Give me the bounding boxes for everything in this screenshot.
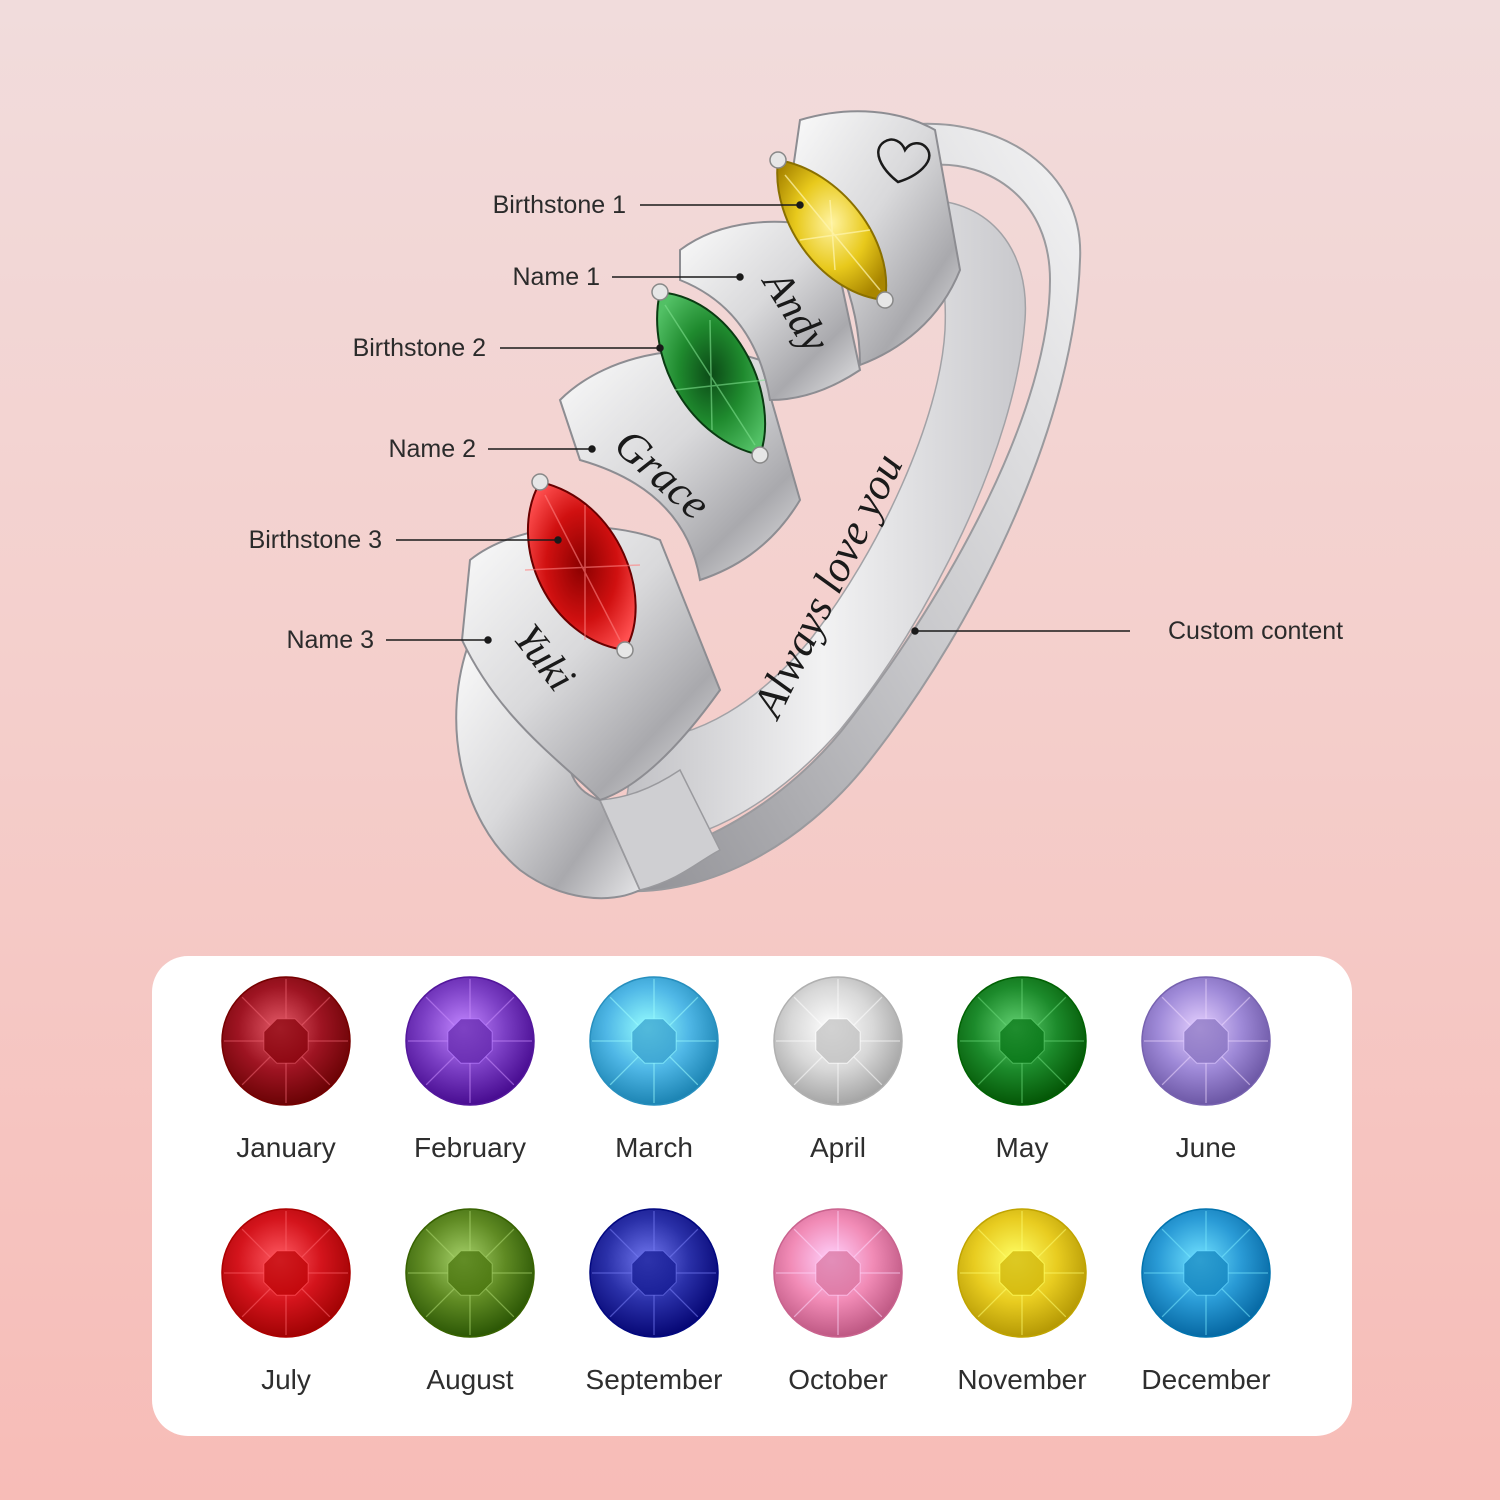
gem-icon	[589, 1208, 719, 1338]
birthstone-2-gem	[651, 283, 769, 464]
gem-icon	[221, 1208, 351, 1338]
callout-lines	[386, 201, 1130, 644]
callout-name-3: Name 3	[286, 626, 374, 654]
gem-icon	[405, 976, 535, 1106]
callout-birthstone-1: Birthstone 1	[492, 191, 626, 219]
gem-icon	[957, 1208, 1087, 1338]
birthstone-month-label: March	[615, 1132, 693, 1163]
birthstone-month-label: July	[261, 1364, 311, 1395]
birthstone-1-gem	[769, 151, 894, 309]
gem-icon	[957, 976, 1087, 1106]
birthstone-june: June	[1116, 974, 1296, 1164]
birthstone-month-label: December	[1141, 1364, 1271, 1395]
birthstone-january: January	[196, 974, 376, 1164]
birthstone-month-label: September	[585, 1364, 723, 1395]
birthstone-may: May	[932, 974, 1112, 1164]
ribbon-segment-1	[679, 220, 862, 402]
callout-name-2: Name 2	[388, 435, 476, 463]
birthstone-month-label: June	[1175, 1132, 1237, 1163]
birthstone-month-label: November	[957, 1364, 1087, 1395]
birthstone-month-label: August	[426, 1364, 514, 1395]
birthstone-3-gem	[524, 473, 641, 659]
birthstone-month-label: February	[413, 1132, 527, 1163]
birthstone-december: December	[1116, 1206, 1296, 1396]
callout-custom-content: Custom content	[1168, 617, 1344, 645]
callout-name-1: Name 1	[512, 263, 600, 291]
birthstone-month-label: October	[788, 1364, 888, 1395]
gem-icon	[1141, 1208, 1271, 1338]
gem-icon	[405, 1208, 535, 1338]
birthstone-july: July	[196, 1206, 376, 1396]
callout-birthstone-3: Birthstone 3	[248, 526, 382, 554]
heart-outline-icon	[877, 138, 931, 184]
gem-icon	[773, 976, 903, 1106]
gem-icon	[1141, 976, 1271, 1106]
callout-birthstone-2: Birthstone 2	[352, 334, 486, 362]
birthstone-month-label: January	[236, 1132, 336, 1163]
birthstone-month-label: May	[995, 1132, 1049, 1163]
birthstone-september: September	[564, 1206, 744, 1396]
birthstone-month-label: April	[809, 1132, 866, 1163]
birthstone-february: February	[380, 974, 560, 1164]
birthstone-april: April	[748, 974, 928, 1164]
ring-band-lower	[598, 768, 722, 891]
ring-illustration: Andy Grace Yuki Always love you	[386, 110, 1130, 900]
gem-icon	[589, 976, 719, 1106]
birthstone-october: October	[748, 1206, 928, 1396]
birthstone-march: March	[564, 974, 744, 1164]
birthstone-august: August	[380, 1206, 560, 1396]
gem-icon	[221, 976, 351, 1106]
birthstone-november: November	[932, 1206, 1112, 1396]
gem-icon	[773, 1208, 903, 1338]
